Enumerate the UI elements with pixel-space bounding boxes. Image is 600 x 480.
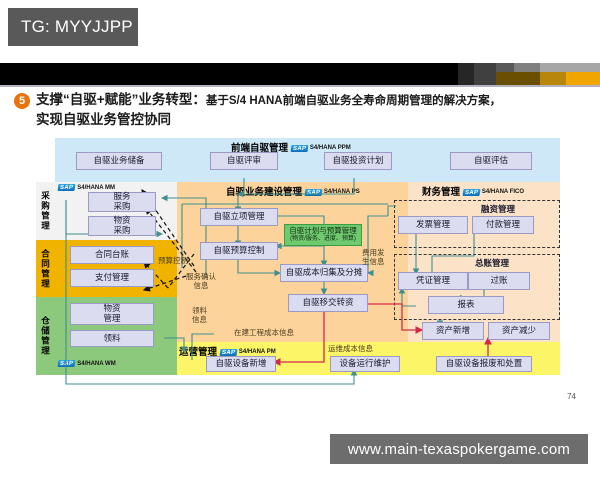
node-posting[interactable]: 过账 bbox=[468, 272, 530, 290]
node-review[interactable]: 自驱评审 bbox=[210, 152, 278, 170]
sap-logo-pm: SAP S4/HANA PM bbox=[219, 348, 276, 356]
side-label-warehouse: 仓储管理 bbox=[36, 297, 55, 375]
section-title-front: 前端自驱管理 SAP S4/HANA PPM bbox=[231, 140, 351, 154]
heading-line-1b: 基于S/4 HANA前端自驱业务全寿命周期管理的解决方案， bbox=[205, 95, 502, 107]
node-asset-reduction[interactable]: 资产减少 bbox=[488, 322, 550, 340]
topbar-orange-2 bbox=[540, 72, 566, 85]
section-title-fico-text: 财务管理 bbox=[422, 187, 461, 198]
section-title-front-text: 前端自驱管理 bbox=[231, 143, 289, 154]
slide-top-bar bbox=[0, 63, 600, 85]
slide-heading: 5 支撑“自驱+赋能”业务转型：基于S/4 HANA前端自驱业务全寿命周期管理的… bbox=[14, 90, 592, 129]
topbar-orange-1 bbox=[496, 72, 540, 85]
sap-logo-fico: SAP S4/HANA FICO bbox=[462, 188, 525, 196]
node-project-initiation[interactable]: 自驱立项管理 bbox=[200, 208, 278, 226]
label-budget-control: 预算控制 bbox=[158, 256, 188, 265]
sap-label-mm: S4/HANA MM bbox=[77, 184, 116, 191]
architecture-diagram: 前端自驱管理 SAP S4/HANA PPM 采购管理 合同管理 仓储管理 自驱… bbox=[36, 138, 560, 390]
node-plan-budget-title: 自驱计划与预算管理 bbox=[289, 226, 357, 236]
node-transfer-to-asset[interactable]: 自驱移交转资 bbox=[288, 294, 368, 312]
slide-underline bbox=[0, 85, 600, 87]
label-om-cost: 运维成本信息 bbox=[328, 344, 373, 353]
node-contract-ledger[interactable]: 合同台账 bbox=[70, 246, 154, 264]
sap-label-fico: S4/HANA FICO bbox=[481, 189, 525, 196]
sap-label-wm: S4/HANA WM bbox=[77, 360, 116, 367]
node-equipment-scrap[interactable]: 自驱设备报废和处置 bbox=[436, 356, 532, 372]
heading-bullet-number: 5 bbox=[14, 93, 30, 109]
footer-url-text: www.main-texaspokergame.com bbox=[347, 440, 571, 458]
section-title-ops: 运营管理 SAP S4/HANA PM bbox=[179, 344, 276, 358]
heading-text: 支撑“自驱+赋能”业务转型：基于S/4 HANA前端自驱业务全寿命周期管理的解决… bbox=[36, 90, 501, 129]
node-evaluation[interactable]: 自驱评估 bbox=[450, 152, 532, 170]
node-plan-budget-sub: (物资/服务、进度、预算) bbox=[290, 235, 356, 242]
watermark-badge: TG: MYYJJPP bbox=[8, 8, 138, 46]
node-payment-management[interactable]: 支付管理 bbox=[70, 269, 154, 287]
side-label-column: 采购管理 合同管理 仓储管理 bbox=[36, 182, 55, 375]
node-material-requisition[interactable]: 领料 bbox=[70, 330, 154, 347]
node-general-ledger: 总账管理 bbox=[474, 258, 509, 269]
topbar-block-1 bbox=[458, 63, 474, 85]
node-material-procurement[interactable]: 物资采购 bbox=[88, 215, 156, 236]
section-title-ps: 自驱业务建设管理 SAP S4/HANA PS bbox=[226, 184, 360, 198]
sap-logo-ppm: SAP S4/HANA PPM bbox=[290, 144, 351, 152]
sap-logo-wm: SAP S4/HANA WM bbox=[57, 360, 116, 367]
sap-logo-mm: SAP S4/HANA MM bbox=[57, 184, 116, 191]
node-voucher-management[interactable]: 凭证管理 bbox=[398, 272, 468, 290]
sap-label-ppm: S4/HANA PPM bbox=[309, 145, 351, 152]
section-title-ops-text: 运营管理 bbox=[179, 347, 218, 358]
sap-label-ps: S4/HANA PS bbox=[323, 189, 360, 196]
node-service-procurement-l1: 服务采购 bbox=[113, 191, 131, 211]
node-material-management[interactable]: 物资管理 bbox=[70, 303, 154, 325]
dashed-group-ap bbox=[394, 200, 560, 248]
node-budget-control[interactable]: 自驱预算控制 bbox=[200, 242, 278, 260]
node-financing-management: 融资管理 bbox=[480, 204, 515, 215]
side-label-procurement: 采购管理 bbox=[36, 182, 55, 240]
heading-line-1: 支撑“自驱+赋能”业务转型： bbox=[36, 92, 206, 107]
side-label-contract: 合同管理 bbox=[36, 240, 55, 297]
topbar-block-2 bbox=[474, 63, 496, 85]
node-material-management-text: 物资管理 bbox=[103, 303, 121, 323]
node-equipment-maintenance[interactable]: 设备运行维护 bbox=[330, 356, 400, 372]
label-wip-cost: 在建工程成本信息 bbox=[234, 328, 294, 337]
dashed-group-gl bbox=[394, 254, 560, 320]
node-plan-budget-management[interactable]: 自驱计划与预算管理 (物资/服务、进度、预算) bbox=[284, 224, 362, 246]
sap-label-pm: S4/HANA PM bbox=[238, 349, 276, 356]
node-asset-addition[interactable]: 资产新增 bbox=[422, 322, 484, 340]
node-payment-mgmt-fi[interactable]: 付款管理 bbox=[472, 216, 534, 234]
sap-logo-ps: SAP S4/HANA PS bbox=[304, 188, 360, 196]
section-title-ps-text: 自驱业务建设管理 bbox=[226, 187, 303, 198]
footer-watermark: www.main-texaspokergame.com bbox=[330, 434, 588, 464]
label-requisition-info: 领料信息 bbox=[192, 306, 207, 324]
heading-line-2: 实现自驱业务管控协同 bbox=[36, 111, 171, 127]
watermark-badge-text: TG: MYYJJPP bbox=[21, 17, 133, 36]
node-equipment-addition[interactable]: 自驱设备新增 bbox=[206, 356, 276, 372]
node-service-procurement[interactable]: 服务采购 bbox=[88, 191, 156, 212]
node-business-reserve[interactable]: 自驱业务储备 bbox=[76, 152, 162, 170]
node-investment-plan[interactable]: 自驱投资计划 bbox=[324, 152, 392, 170]
page-number: 74 bbox=[567, 392, 576, 401]
label-expense-occurred: 费用发生信息 bbox=[362, 248, 385, 266]
node-cost-collection[interactable]: 自驱成本归集及分摊 bbox=[280, 264, 368, 282]
topbar-orange-3 bbox=[566, 72, 600, 85]
section-title-fico: 财务管理 SAP S4/HANA FICO bbox=[422, 184, 524, 198]
node-report[interactable]: 报表 bbox=[428, 296, 504, 314]
node-invoice-management[interactable]: 发票管理 bbox=[398, 216, 468, 234]
label-service-confirm: 服务确认信息 bbox=[186, 272, 216, 290]
node-material-procurement-l1: 物资采购 bbox=[113, 215, 131, 235]
